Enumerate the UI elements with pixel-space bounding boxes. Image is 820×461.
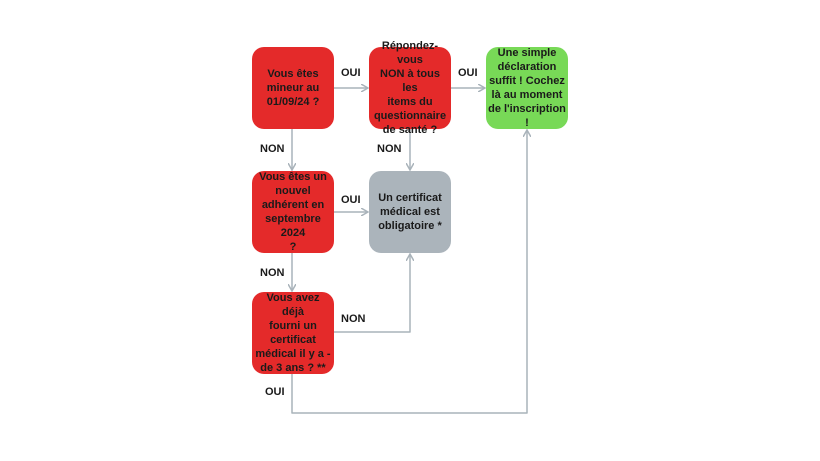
edge-label-q4-certificat: NON [341, 313, 366, 325]
question-nouvel-adherent-node: Vous êtes un nouvel adhérent en septembr… [252, 171, 334, 253]
edge-label-q3-certificat: OUI [341, 194, 361, 206]
result-certificat-node: Un certificat médical est obligatoire * [369, 171, 451, 253]
edge-label-q1-q3: NON [260, 143, 285, 155]
result-declaration-node: Une simple déclaration suffit ! Cochez l… [486, 47, 568, 129]
edge-label-q3-q4: NON [260, 267, 285, 279]
question-questionnaire-sante-node: Répondez-vous NON à tous les items du qu… [369, 40, 451, 136]
connector-q4-declaration [291, 131, 527, 414]
connector-q4-certificat [334, 255, 410, 333]
question-certificat-fourni-node: Vous avez déjà fourni un certificat médi… [252, 292, 334, 374]
edge-label-q4-declaration: OUI [265, 386, 285, 398]
question-mineur-node: Vous êtes mineur au 01/09/24 ? [252, 47, 334, 129]
edge-label-q2-declaration: OUI [458, 67, 478, 79]
edge-label-q1-q2: OUI [341, 67, 361, 79]
edge-label-q2-certificat: NON [377, 143, 402, 155]
